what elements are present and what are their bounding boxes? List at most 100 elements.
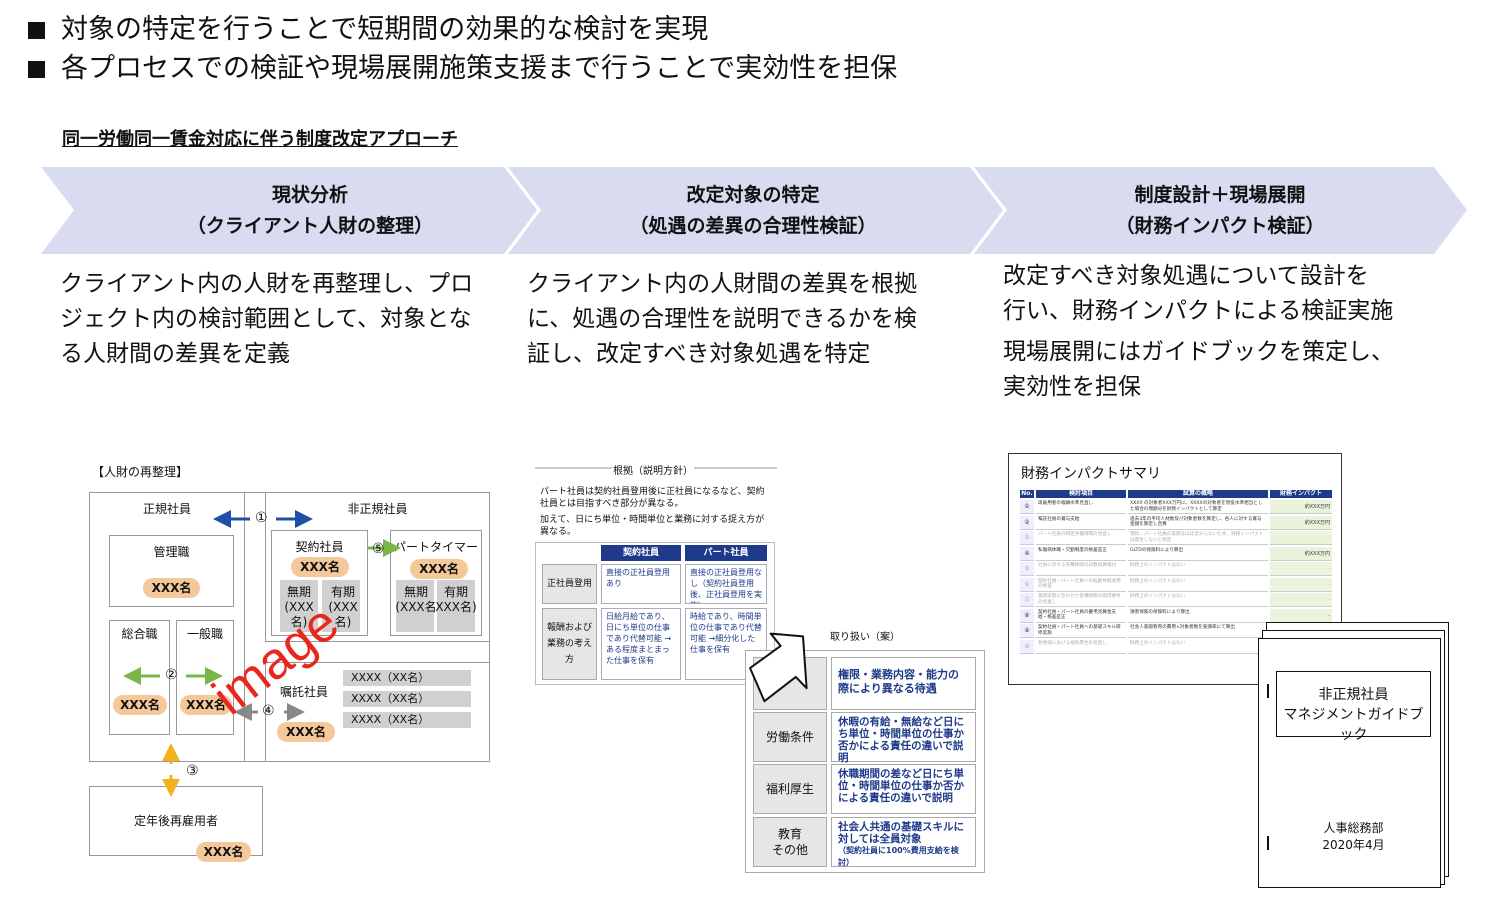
chevron-step-3 (974, 167, 1467, 254)
impact-row-item: 社員に対する各種休暇の日数加算検討 (1036, 562, 1126, 576)
bullet-2: 各プロセスでの検証や現場展開施策支援まで行うことで実効性を担保 (28, 52, 897, 86)
general-label: 総合職 (121, 627, 158, 641)
commission-row-1: XXXX（XX名） (343, 670, 471, 686)
chevron-step-2 (508, 167, 1003, 254)
desc-line: 証し、改定すべき対象処遇を特定 (527, 341, 871, 367)
impact-row-calc: GLTDの保険料により算出 (1128, 547, 1268, 561)
th-no: No. (1020, 490, 1034, 498)
impact-row-value: 約XXX万円 (1270, 500, 1332, 514)
step-1-subtitle: （クライアント人財の整理） (186, 215, 434, 237)
handling-text-3-main: 社会人共通の基礎スキルに対しては全員対象 (838, 821, 964, 845)
impact-row-no: ④ (1020, 546, 1034, 561)
clerical-count: XXX名 (180, 695, 232, 715)
big-arrow-icon (749, 632, 808, 703)
bullet-1-text: 対象の特定を行うことで短期間の効果的な検討を実現 (61, 14, 709, 45)
step-3-title: 制度設計＋現場展開 (1134, 184, 1306, 206)
parttimer-fixed-block (437, 580, 475, 632)
bullet-1: 対象の特定を行うことで短期間の効果的な検討を実現 (28, 13, 708, 47)
impact-row-no: ⑥ (1020, 577, 1034, 592)
regular-label: 正規社員 (142, 502, 191, 516)
impact-row-value: 約XXX万円 (1270, 515, 1332, 530)
reemployed-count: XXX名 (196, 842, 251, 862)
parttimer-count: XXX名 (410, 559, 468, 579)
impact-row-calc: 財務上のインパクトはない (1128, 578, 1268, 592)
basis-r2c2: 時給であり、時間単位の仕事であり代替可能 →細分化した仕事を保有 (685, 608, 767, 680)
impact-row-value: - (1270, 531, 1332, 545)
parttimer-indefinite-block (396, 580, 434, 632)
step-3-header: 制度設計＋現場展開 （財務インパクト検証） (1030, 180, 1410, 242)
impact-row-calc: 財務上のインパクトはない (1128, 640, 1268, 654)
step-2-description: クライアント内の人財間の差異を根拠 に、処遇の合理性を説明できるかを検 証し、改… (527, 267, 917, 372)
parttimer-indefinite: 無期(XXX名 (394, 585, 438, 615)
impact-row-item: 再雇用者の報酬水準見直し (1036, 500, 1126, 514)
fixed-label: 有期 (443, 585, 468, 599)
marker-1: ① (255, 510, 268, 526)
reemployed-label: 定年後再雇用者 (133, 814, 218, 828)
impact-row-value: - (1270, 593, 1332, 607)
desc-line: に、処遇の合理性を説明できるかを検 (527, 306, 917, 332)
contract-fixed: 有期(XXX名) (320, 585, 366, 630)
manager-label: 管理職 (153, 545, 190, 559)
commission-count: XXX名 (277, 722, 335, 742)
impact-row-no: ⑤ (1020, 562, 1034, 576)
impact-row-item: 嘱託社員の賞与支給 (1036, 516, 1126, 530)
commission-row-2: XXXX（XX名） (343, 691, 471, 707)
desc-line: 現場展開にはガイドブックを策定し、 (1003, 339, 1394, 365)
commission-label: 嘱託社員 (280, 685, 329, 699)
impact-row-no: ⑧ (1020, 608, 1034, 623)
guidebook-title-1: 非正規社員 (1318, 687, 1389, 703)
impact-row-item: 契約社員・パート社員への転勤休暇適用の格差 (1036, 578, 1126, 592)
guidebook-dept: 人事総務部 (1323, 821, 1384, 835)
guidebook-date: 2020年4月 (1322, 838, 1385, 852)
desc-line: 改定すべき対象処遇について設計を (1003, 263, 1369, 289)
chevron-step-1 (41, 167, 537, 254)
step-2-title: 改定対象の特定 (686, 184, 820, 206)
contract-indefinite: 無期(XXX名) (276, 585, 322, 630)
step-1-description: クライアント内の人財を再整理し、プロ ジェクト内の検討範囲として、対象とな る人… (60, 267, 473, 372)
basis-text-1: パート社員は契約社員登用後に正社員になるなど、契約社員とは目指すべき部分が異なる… (540, 487, 765, 509)
contract-count: XXX名 (291, 557, 349, 577)
binding-mark-bottom (1267, 836, 1269, 850)
desc-line: ジェクト内の検討範囲として、対象とな (60, 306, 472, 332)
impact-row-item: パート社員の特定労働時間の見直し (1036, 531, 1126, 545)
desc-line: る人財間の差異を定義 (60, 341, 290, 367)
desc-line: クライアント内の人財間の差異を根拠 (527, 271, 918, 297)
indefinite-label: 無期 (403, 585, 428, 599)
marker-2: ② (165, 667, 178, 683)
bullet-square-icon (28, 21, 45, 39)
impact-row-item: 契約社員・パート社員への基礎スキル研修実施 (1036, 624, 1126, 638)
desc-line: 実効性を担保 (1003, 374, 1141, 400)
impact-row-item: 業務実態に合わせた各種休暇の取得要件の見直し (1036, 593, 1126, 607)
bullet-square-icon (28, 60, 45, 78)
guidebook-title-2: マネジメントガイドブック (1283, 707, 1424, 743)
impact-row-value: - (1270, 608, 1332, 623)
binding-mark-top (1267, 684, 1269, 698)
basis-r2c1: 日給月給であり、日にち単位の仕事であり代替可能 →ある程度まとまった仕事を保有 (601, 608, 681, 680)
handling-title: 取り扱い（案） (820, 628, 910, 643)
nonregular-label: 非正規社員 (347, 502, 408, 516)
impact-row-calc: XXXX の対象者XXX万円に、XXXXの対象者を現役水準相当とした場合の増額分… (1128, 500, 1268, 514)
handling-label-3: 教育 その他 (753, 817, 827, 867)
handling-text-0: 権限・業務内容・能力の際により異なる待遇 (831, 657, 976, 710)
step-1-header: 現状分析 （クライアント人財の整理） (120, 180, 500, 242)
bullet-2-text: 各プロセスでの検証や現場展開施策支援まで行うことで実効性を担保 (61, 53, 898, 84)
impact-row-calc: 過去3年の平均人材数及び対象者数を算定し、各人に対する賞与金額を算定し合算 (1128, 516, 1268, 530)
guidebook-title-box: 非正規社員 マネジメントガイドブック (1276, 671, 1431, 743)
fixed-label: 有期 (330, 585, 355, 599)
clerical-label: 一般職 (186, 627, 223, 641)
impact-row-calc: 財務上のインパクトはない (1128, 562, 1268, 576)
impact-row-no: ⑨ (1020, 624, 1034, 638)
step-2-subtitle: （処遇の差異の合理性検証） (629, 215, 877, 237)
handling-label-1: 労働条件 (753, 712, 827, 762)
parttimer-label: パートタイマー (393, 540, 478, 554)
step-3-description: 改定すべき対象処遇について設計を 行い、財務インパクトによる検証実施 現場展開に… (1003, 259, 1394, 405)
impact-row-calc: 社会人基礎教育の費用×対象者数を受講率にて算出 (1128, 624, 1268, 638)
impact-row-value: 約XXX万円 (1270, 546, 1332, 561)
step-3-subtitle: （財務インパクト検証） (1115, 215, 1325, 237)
impact-row-value: - (1270, 577, 1332, 592)
